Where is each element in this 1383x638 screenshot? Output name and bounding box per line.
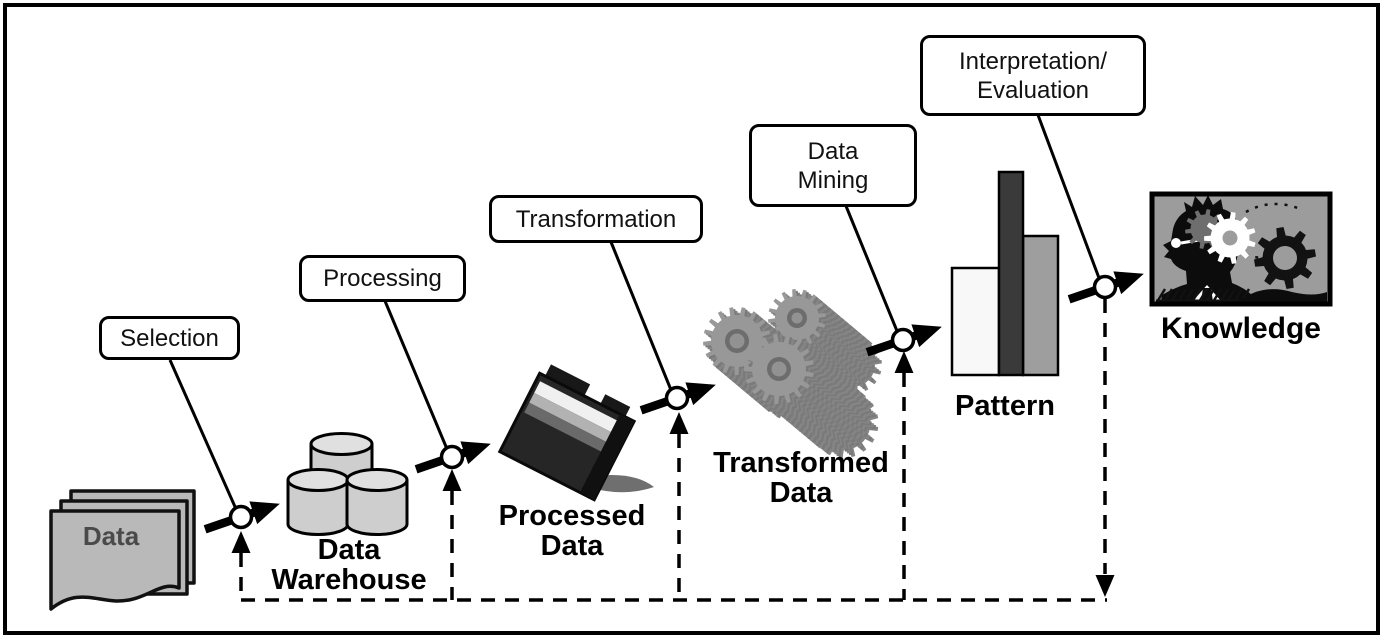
processing-callout-line — [383, 300, 449, 450]
selection-arrowhead — [249, 501, 280, 525]
white-gear-hole — [1222, 230, 1238, 246]
knowledge-gears — [1185, 209, 1316, 289]
head-with-gears-icon — [1149, 191, 1333, 307]
database-cylinders-icon — [286, 432, 409, 536]
caption-transformed-data: Transformed Data — [700, 448, 902, 508]
transformation-circle-node — [664, 385, 690, 411]
gear-top-right-hub-center — [791, 312, 803, 324]
data-mining-transition-point — [865, 324, 942, 357]
cylinder-left-lid — [286, 468, 350, 492]
folder-dark-stripe — [524, 402, 617, 457]
down-arrowhead — [1095, 575, 1115, 597]
selection-label: Selection — [120, 324, 219, 352]
transformation-transition-point — [639, 382, 716, 415]
dotted-arc-face — [1179, 253, 1208, 262]
cylinder-right-body — [345, 480, 409, 536]
data-mining-arrowhead — [911, 324, 942, 348]
transformation-arrowhead — [685, 382, 716, 406]
data-warehouse-line1: Data — [317, 534, 381, 566]
transformed-data-line1: Transformed — [713, 447, 889, 479]
up-arrowhead-3 — [669, 412, 689, 434]
interpretation-arrowhead — [1113, 271, 1144, 295]
interpretation-circle-node — [1092, 274, 1118, 300]
callout-processing: Processing — [299, 255, 466, 302]
selection-circle-node — [228, 504, 254, 530]
caption-processed-data: Processed Data — [490, 501, 654, 561]
bar-mid — [1021, 234, 1060, 377]
up-arrowhead-2 — [442, 469, 462, 491]
eye-glass — [1171, 238, 1181, 248]
data-mining-callout-line — [844, 205, 899, 332]
folder-icon — [497, 364, 654, 502]
transformation-callout-line — [609, 241, 673, 391]
gear-top-left-hub-center — [729, 333, 745, 349]
processed-data-line2: Data — [540, 530, 604, 562]
up-arrowhead-1 — [231, 531, 251, 553]
selection-transition-point — [203, 501, 280, 534]
processing-label: Processing — [323, 265, 442, 292]
data-warehouse-line2: Warehouse — [271, 564, 427, 596]
up-arrowhead-4 — [894, 351, 914, 373]
bar-light — [950, 266, 1001, 377]
interpretation-transition-point — [1067, 271, 1144, 304]
interpretation-label-line1: Interpretation/ — [958, 47, 1108, 75]
folder-side-depth — [579, 414, 635, 500]
selection-callout-line — [168, 359, 238, 510]
cylinder-top-lid — [309, 432, 374, 456]
cylinder-right-lid — [345, 468, 409, 492]
data-mining-label-line2: Mining — [797, 166, 869, 194]
knowledge-frame — [1149, 191, 1333, 307]
callout-interpretation-evaluation: Interpretation/ Evaluation — [920, 35, 1146, 116]
bar-dark — [997, 170, 1025, 377]
data-mining-circle-node — [890, 327, 916, 353]
transformed-data-line2: Data — [769, 477, 833, 509]
processing-circle-node — [439, 444, 465, 470]
caption-pattern: Pattern — [955, 390, 1055, 422]
cylinder-left-body — [286, 480, 350, 536]
gears-icon — [703, 289, 882, 458]
processing-arrowhead — [460, 441, 491, 465]
interpretation-callout-line — [1036, 114, 1101, 279]
black-gear-hole — [1273, 246, 1297, 270]
ground-hill — [1238, 289, 1327, 302]
callout-data-mining: Data Mining — [749, 124, 917, 207]
caption-data: Data — [82, 521, 140, 551]
caption-knowledge: Knowledge — [1160, 312, 1321, 345]
callout-selection: Selection — [99, 316, 240, 360]
feedback-dashed-path — [231, 299, 1115, 602]
data-mining-label-line1: Data — [807, 137, 859, 165]
processed-data-line1: Processed — [498, 500, 646, 532]
interpretation-label-line2: Evaluation — [976, 76, 1090, 104]
callout-transformation: Transformation — [489, 195, 703, 243]
document-page-front — [49, 509, 181, 611]
caption-data-warehouse: Data Warehouse — [249, 535, 449, 595]
transition-arrows — [203, 271, 1144, 534]
callout-lines — [168, 114, 1101, 510]
transformation-label: Transformation — [515, 205, 677, 233]
stacked-documents-icon — [49, 489, 196, 611]
folder-mid-stripe — [529, 392, 622, 448]
folder-highlight-stripe — [534, 381, 628, 438]
bar-chart-icon — [950, 170, 1060, 377]
processing-transition-point — [414, 441, 491, 474]
gear-front-hub-center — [771, 361, 787, 377]
